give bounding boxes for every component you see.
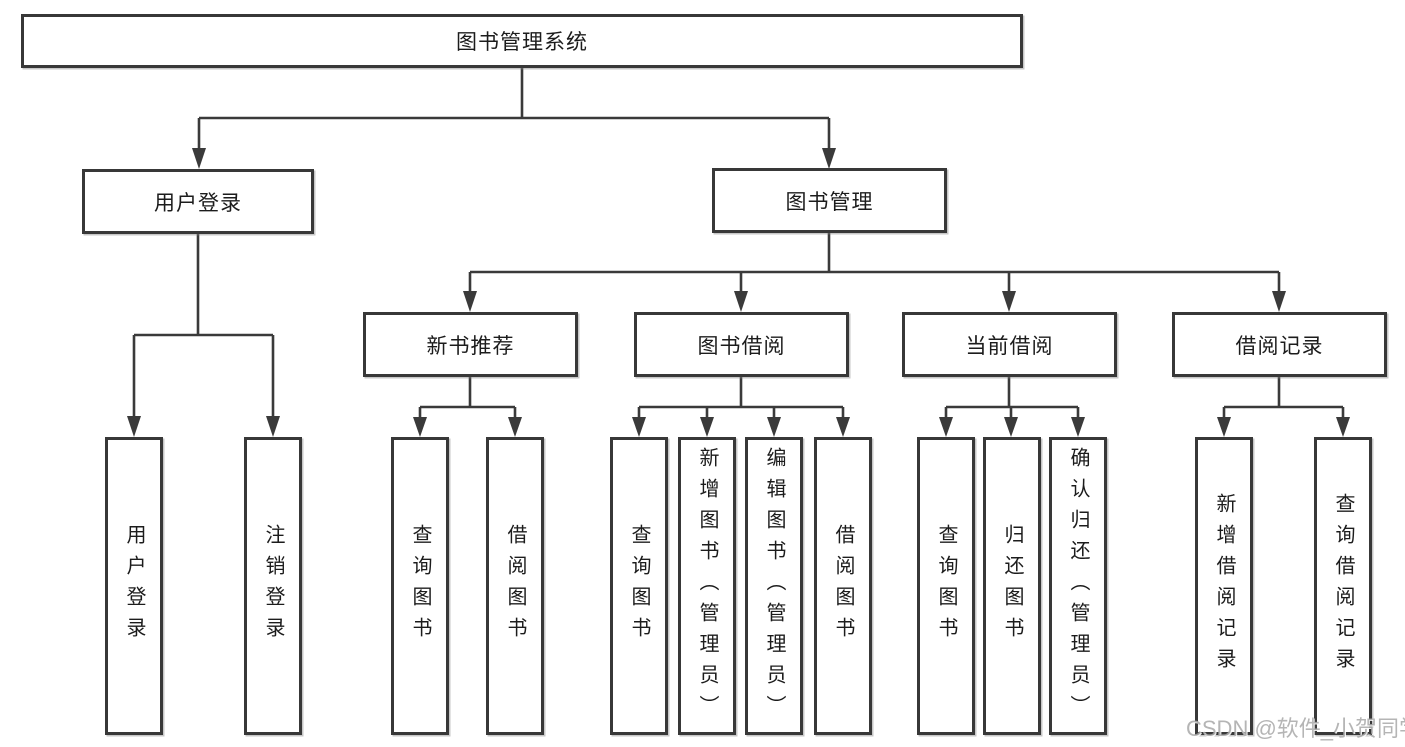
node-book-borrow-label: 图书借阅 bbox=[697, 334, 786, 358]
connector-records-to-leaves bbox=[1222, 377, 1345, 419]
node-leaf-return-books-label: 归还图书 bbox=[1001, 524, 1023, 648]
node-new-book-recommend-label: 新书推荐 bbox=[426, 334, 515, 358]
node-leaf-borrow-books-2-label: 借阅图书 bbox=[832, 524, 854, 648]
node-leaf-borrow-books-2: 借阅图书 bbox=[814, 437, 872, 735]
node-leaf-query-borrow-record-label: 查询借阅记录 bbox=[1332, 493, 1354, 679]
node-leaf-query-books-3-label: 查询图书 bbox=[935, 524, 957, 648]
node-leaf-add-borrow-record: 新增借阅记录 bbox=[1195, 437, 1253, 735]
node-leaf-query-books-1-label: 查询图书 bbox=[409, 524, 431, 648]
csdn-watermark: CSDN @软件_小贺同学 bbox=[1186, 716, 1405, 741]
node-leaf-add-books-admin: 新增图书（管理员） bbox=[678, 437, 736, 735]
node-leaf-query-books-3: 查询图书 bbox=[917, 437, 975, 735]
node-borrow-records-label: 借阅记录 bbox=[1235, 334, 1324, 358]
node-leaf-borrow-books-1: 借阅图书 bbox=[486, 437, 544, 735]
connector-newbook-to-leaves bbox=[418, 377, 517, 419]
connector-root-to-level2 bbox=[197, 68, 831, 150]
node-book-management-branch: 图书管理 bbox=[712, 168, 947, 233]
node-leaf-query-books-2: 查询图书 bbox=[610, 437, 668, 735]
node-current-borrow-label: 当前借阅 bbox=[965, 334, 1054, 358]
node-leaf-edit-books-admin: 编辑图书（管理员） bbox=[745, 437, 803, 735]
node-leaf-query-books-2-label: 查询图书 bbox=[628, 524, 650, 648]
node-leaf-confirm-return-admin: 确认归还（管理员） bbox=[1049, 437, 1107, 735]
node-book-borrow: 图书借阅 bbox=[634, 312, 849, 377]
node-leaf-borrow-books-1-label: 借阅图书 bbox=[504, 524, 526, 648]
connector-login-to-leaves bbox=[132, 234, 275, 418]
connector-current-to-leaves bbox=[944, 377, 1080, 419]
node-leaf-user-login: 用户登录 bbox=[105, 437, 163, 735]
node-leaf-logout-label: 注销登录 bbox=[262, 524, 284, 648]
node-leaf-user-login-label: 用户登录 bbox=[123, 524, 145, 648]
node-user-login-branch: 用户登录 bbox=[82, 169, 314, 234]
node-leaf-return-books: 归还图书 bbox=[983, 437, 1041, 735]
connector-borrow-to-leaves bbox=[637, 377, 845, 419]
node-current-borrow: 当前借阅 bbox=[902, 312, 1117, 377]
node-borrow-records: 借阅记录 bbox=[1172, 312, 1387, 377]
node-leaf-confirm-return-admin-label: 确认归还（管理员） bbox=[1067, 446, 1089, 726]
node-leaf-add-borrow-record-label: 新增借阅记录 bbox=[1213, 493, 1235, 679]
node-leaf-edit-books-admin-label: 编辑图书（管理员） bbox=[763, 446, 785, 726]
node-new-book-recommend: 新书推荐 bbox=[363, 312, 578, 377]
connector-mgmt-to-level3 bbox=[468, 233, 1281, 293]
arrowheads bbox=[127, 148, 1350, 437]
node-leaf-query-books-1: 查询图书 bbox=[391, 437, 449, 735]
node-book-management-branch-label: 图书管理 bbox=[785, 190, 874, 214]
node-user-login-branch-label: 用户登录 bbox=[154, 191, 242, 215]
node-root-system-label: 图书管理系统 bbox=[456, 31, 588, 54]
node-leaf-query-borrow-record: 查询借阅记录 bbox=[1314, 437, 1372, 735]
node-leaf-logout: 注销登录 bbox=[244, 437, 302, 735]
node-root-system: 图书管理系统 bbox=[21, 14, 1023, 68]
node-leaf-add-books-admin-label: 新增图书（管理员） bbox=[696, 446, 718, 726]
